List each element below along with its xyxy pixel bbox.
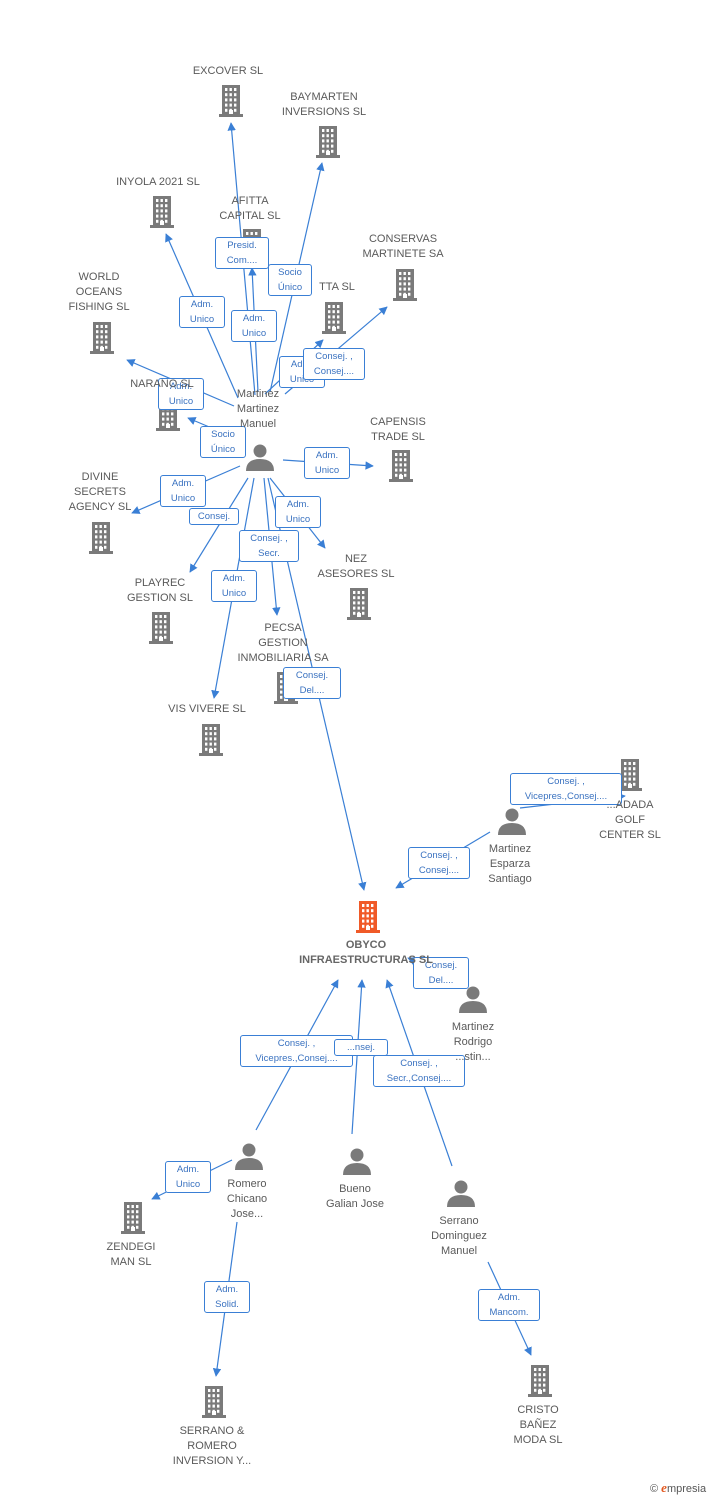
building-icon-capensis[interactable] <box>389 450 413 482</box>
node-label-capensis[interactable]: CAPENSIS TRADE SL <box>370 416 426 443</box>
building-icon-zendegi[interactable] <box>121 1202 145 1234</box>
node-label-playrec[interactable]: PLAYREC GESTION SL <box>126 577 194 604</box>
node-label-tta[interactable]: TTA SL <box>319 281 355 293</box>
edge-label-sdm-obyco[interactable]: Consej. , Secr.,Consej.... <box>373 1055 465 1087</box>
edge-label-mmm-obyco[interactable]: Consej. Del.... <box>283 667 341 699</box>
building-icon-vis[interactable] <box>199 724 223 756</box>
node-label-divine[interactable]: DIVINE SECRETS AGENCY SL <box>68 471 132 513</box>
edge-bgj-obyco <box>351 979 366 1135</box>
node-label-zendegi[interactable]: ZENDEGI MAN SL <box>106 1241 156 1268</box>
edge-label-mmm-nez[interactable]: Adm. Unico <box>275 496 321 528</box>
edge-mmm-playrec <box>189 477 249 573</box>
building-icon-playrec[interactable] <box>149 612 173 644</box>
building-icon-nez[interactable] <box>347 588 371 620</box>
building-icon-divine[interactable] <box>89 522 113 554</box>
edge-label-mmm-divine[interactable]: Adm. Unico <box>160 475 206 507</box>
node-label-cristo[interactable]: CRISTO BAÑEZ MODA SL <box>513 1404 563 1446</box>
edge-label-mmm-afitta[interactable]: Adm. Unico <box>231 310 277 342</box>
building-icon-excover[interactable] <box>219 85 243 117</box>
node-label-golf[interactable]: ...ADADA GOLF CENTER SL <box>599 799 661 841</box>
brand-footer: © empresia <box>650 1480 706 1496</box>
person-icon-rcj[interactable] <box>235 1143 263 1171</box>
node-label-afitta[interactable]: AFITTA CAPITAL SL <box>219 195 281 222</box>
node-label-mmm[interactable]: Martinez Martinez Manuel <box>236 388 280 430</box>
node-label-baymarten[interactable]: BAYMARTEN INVERSIONS SL <box>281 91 367 118</box>
node-label-narano[interactable]: NARANO SL <box>130 378 194 390</box>
edge-label-mmm-world[interactable]: Adm. Unico <box>158 378 204 410</box>
brand-logo-initial: e <box>661 1480 667 1495</box>
node-label-rcj[interactable]: Romero Chicano Jose... <box>226 1178 268 1220</box>
edge-label-rcj-serrano_romero[interactable]: Adm. Solid. <box>204 1281 250 1313</box>
node-label-conservas[interactable]: CONSERVAS MARTINETE SA <box>362 233 444 260</box>
node-label-bgj[interactable]: Bueno Galian Jose <box>325 1183 385 1210</box>
edge-label-bgj-obyco[interactable]: ...nsej. <box>334 1039 388 1056</box>
edge-label-mes-obyco[interactable]: Consej. , Consej.... <box>408 847 470 879</box>
person-icon-mrc[interactable] <box>459 986 487 1014</box>
node-label-serrano_romero[interactable]: SERRANO & ROMERO INVERSION Y... <box>172 1425 252 1467</box>
edge-label-mmm-excover[interactable]: Presid. Com.... <box>215 237 269 269</box>
edge-label-rcj-zendegi[interactable]: Adm. Unico <box>165 1161 211 1193</box>
building-icon-golf[interactable] <box>618 759 642 791</box>
node-label-obyco[interactable]: OBYCO INFRAESTRUCTURAS SL <box>299 939 433 966</box>
node-label-pecsa[interactable]: PECSA GESTION INMOBILIARIA SA <box>237 622 329 664</box>
edge-label-mmm-inyola[interactable]: Adm. Unico <box>179 296 225 328</box>
edge-label-mmm-vis[interactable]: Adm. Unico <box>211 570 257 602</box>
person-icon-sdm[interactable] <box>447 1180 475 1208</box>
edge-label-mmm-baymarten[interactable]: Socio Único <box>268 264 312 296</box>
node-label-vis[interactable]: VIS VIVERE SL <box>168 703 246 715</box>
building-icon-cristo[interactable] <box>528 1365 552 1397</box>
copyright-symbol: © <box>650 1483 659 1495</box>
node-label-mrc[interactable]: Martinez Rodrigo ...stin... <box>451 1021 495 1063</box>
node-label-mes[interactable]: Martinez Esparza Santiago <box>488 843 532 885</box>
person-icon-mmm[interactable] <box>246 444 274 472</box>
edge-label-mrc-obyco[interactable]: Consej. Del.... <box>413 957 469 989</box>
building-icon-serrano_romero[interactable] <box>202 1386 226 1418</box>
node-label-inyola[interactable]: INYOLA 2021 SL <box>116 176 200 188</box>
node-label-excover[interactable]: EXCOVER SL <box>192 65 264 77</box>
edge-label-mmm-conservas[interactable]: Consej. , Consej.... <box>303 348 365 380</box>
building-icon-conservas[interactable] <box>393 269 417 301</box>
person-icon-bgj[interactable] <box>343 1148 371 1176</box>
building-icon-tta[interactable] <box>322 302 346 334</box>
node-label-nez[interactable]: NEZ ASESORES SL <box>317 553 395 580</box>
node-label-world[interactable]: WORLD OCEANS FISHING SL <box>68 271 130 313</box>
brand-logo-text: mpresia <box>666 1483 707 1495</box>
building-icon-world[interactable] <box>90 322 114 354</box>
edge-label-mmm-capensis[interactable]: Adm. Unico <box>304 447 350 479</box>
edge-label-mes-golf[interactable]: Consej. , Vicepres.,Consej.... <box>510 773 622 805</box>
edge-label-sdm-cristo[interactable]: Adm. Mancom. <box>478 1289 540 1321</box>
building-icon-obyco[interactable] <box>356 901 380 933</box>
building-icon-inyola[interactable] <box>150 196 174 228</box>
edge-label-mmm-pecsa[interactable]: Consej. , Secr. <box>239 530 299 562</box>
node-label-sdm[interactable]: Serrano Dominguez Manuel <box>431 1215 487 1257</box>
building-icon-baymarten[interactable] <box>316 126 340 158</box>
edge-label-mmm-playrec[interactable]: Consej. <box>189 508 239 525</box>
edge-label-mmm-narano[interactable]: Socio Único <box>200 426 246 458</box>
person-icon-mes[interactable] <box>498 808 526 836</box>
